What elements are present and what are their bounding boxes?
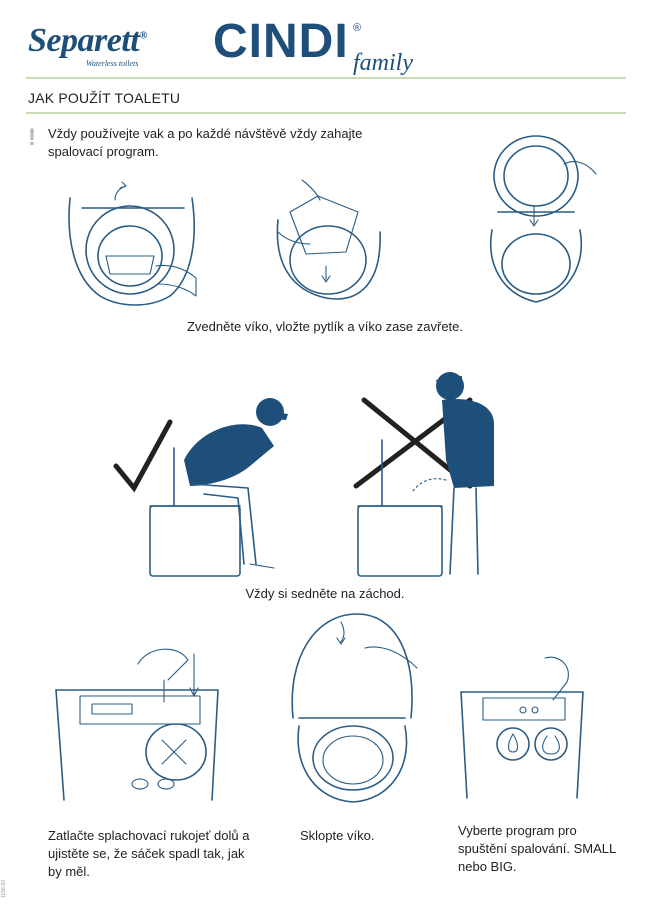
lid-instruction-caption: Sklopte víko.	[300, 828, 375, 843]
illustration-close-lid	[490, 135, 597, 303]
document-code: 1158-20	[1, 880, 7, 898]
separett-wordmark: Separett	[28, 22, 140, 59]
illustration-lower-lid	[291, 613, 418, 803]
cindi-family-script: family	[353, 50, 413, 76]
checkmark-icon	[113, 419, 173, 493]
section-title: JAK POUŽÍT TOALETU	[28, 90, 181, 106]
illustration-flush-handle	[55, 648, 219, 801]
cindi-wordmark: CINDI	[213, 15, 349, 68]
cindi-family-logo: CINDI ® family	[213, 14, 443, 76]
flush-instruction-caption: Zatlačte splachovací rukojeť dolů a ujis…	[48, 828, 250, 879]
registered-mark: ®	[139, 29, 147, 42]
header-rule-bottom	[26, 112, 626, 114]
illustration-insert-bag	[276, 179, 381, 300]
cindi-registered-mark: ®	[353, 22, 362, 34]
header-rule-top	[26, 77, 626, 79]
exclamation-icon: !	[28, 124, 36, 151]
program-instruction-caption: Vyberte program pro spuštění spalování. …	[458, 823, 616, 874]
separett-logo: Separett® Waterless toilets	[28, 22, 198, 70]
illustration-correct-sitting	[113, 398, 288, 577]
warning-text: Vždy používejte vak a po každé návštěvě …	[48, 126, 363, 159]
sitting-instruction-caption: Vždy si sedněte na záchod.	[245, 586, 405, 601]
illustration-select-program	[460, 656, 584, 799]
bag-instruction-caption: Zvedněte víko, vložte pytlík a víko zase…	[186, 319, 463, 334]
illustration-incorrect-standing	[353, 372, 494, 577]
separett-tagline: Waterless toilets	[86, 59, 139, 68]
illustration-lift-lid	[68, 181, 197, 306]
